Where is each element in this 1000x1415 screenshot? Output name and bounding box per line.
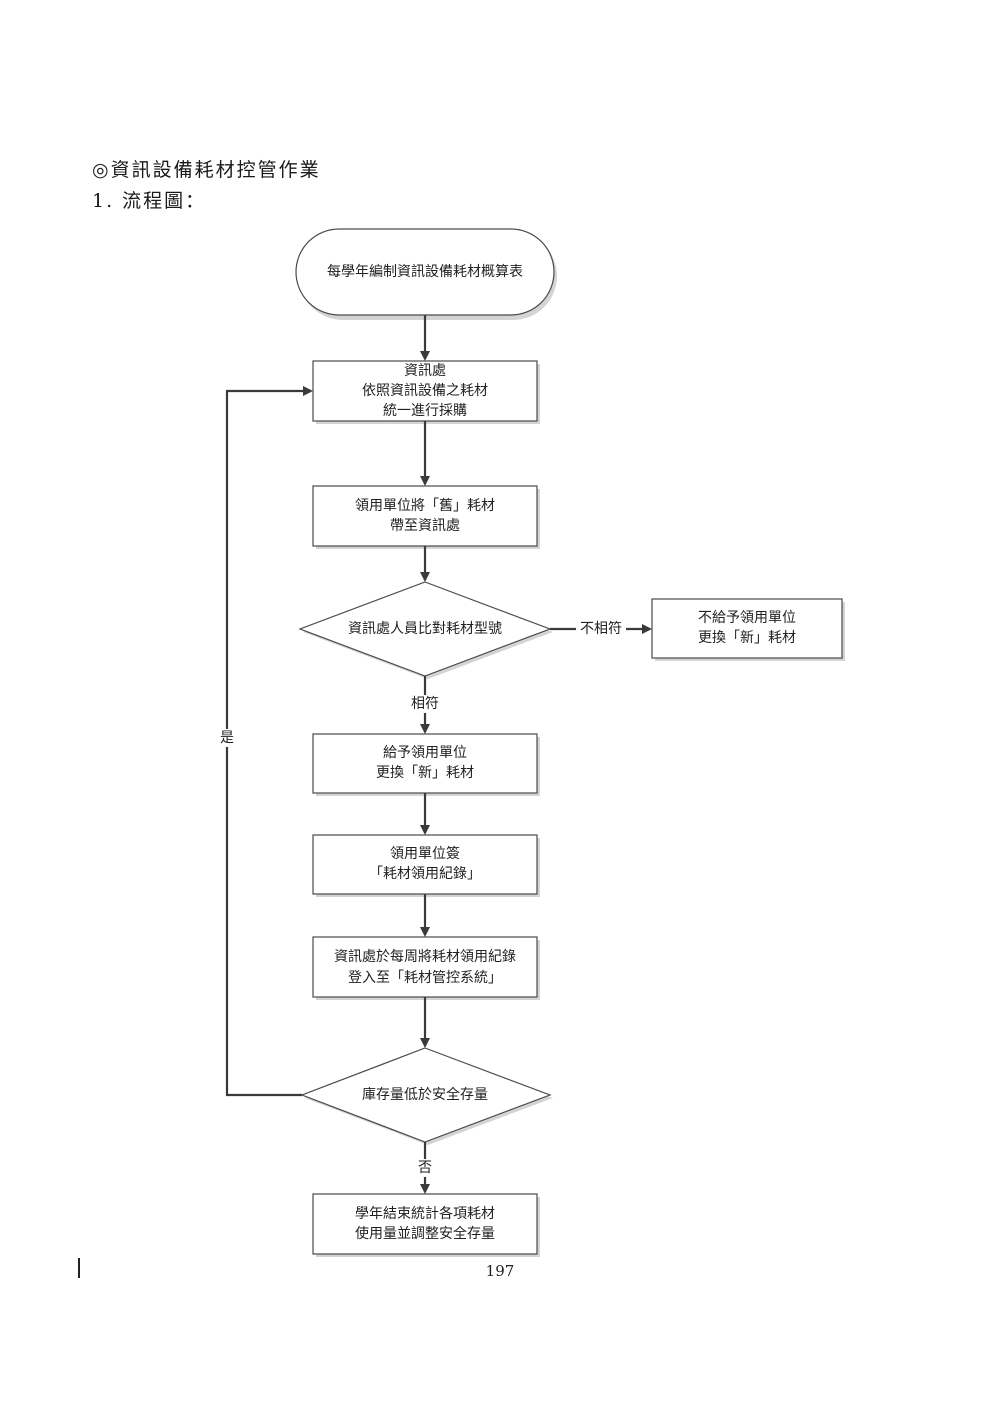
node-year-end-line-1: 學年結束統計各項耗材 bbox=[355, 1206, 495, 1222]
node-purchase-line-3: 統一進行採購 bbox=[383, 403, 467, 419]
edge-label-match: 相符 bbox=[411, 696, 439, 712]
node-sign-line-2: 「耗材領用紀錄」 bbox=[369, 865, 481, 882]
node-weekly: 資訊處於每周將耗材領用紀錄 登入至「耗材管控系統」 bbox=[312, 936, 540, 1000]
node-sign-line-1: 領用單位簽 bbox=[390, 845, 460, 862]
node-bring-old-line-2: 帶至資訊處 bbox=[390, 518, 460, 534]
decision-stock-check: 庫存量低於安全存量 bbox=[300, 1047, 553, 1145]
decision-stock-check-label: 庫存量低於安全存量 bbox=[362, 1086, 488, 1103]
section-subtitle: 1. 流程圖： bbox=[92, 190, 207, 212]
node-exchange-line-1: 給予領用單位 bbox=[383, 744, 467, 761]
node-bring-old: 領用單位將「舊」耗材 帶至資訊處 bbox=[312, 485, 540, 549]
node-start-line-1: 每學年編制資訊設備耗材概算表 bbox=[327, 264, 523, 280]
node-purchase: 資訊處 依照資訊設備之耗材 統一進行採購 bbox=[312, 360, 540, 424]
edge-stock-check-loop-to-purchase bbox=[225, 386, 313, 1097]
node-no-exchange: 不給予領用單位 更換「新」耗材 bbox=[651, 598, 845, 661]
node-no-exchange-line-2: 更換「新」耗材 bbox=[698, 630, 796, 646]
node-purchase-line-1: 資訊處 bbox=[404, 363, 446, 379]
decision-compare: 資訊處人員比對耗材型號 bbox=[298, 581, 553, 679]
margin-bar bbox=[78, 1258, 80, 1278]
node-no-exchange-line-1: 不給予領用單位 bbox=[698, 609, 796, 626]
decision-compare-label: 資訊處人員比對耗材型號 bbox=[348, 621, 502, 637]
node-exchange: 給予領用單位 更換「新」耗材 bbox=[312, 733, 540, 796]
node-bring-old-line-1: 領用單位將「舊」耗材 bbox=[355, 497, 495, 514]
page-number: 197 bbox=[485, 1262, 515, 1280]
edge-label-no: 否 bbox=[418, 1160, 432, 1176]
node-start: 每學年編制資訊設備耗材概算表 bbox=[295, 228, 557, 320]
node-purchase-line-2: 依照資訊設備之耗材 bbox=[362, 383, 488, 399]
node-year-end: 學年結束統計各項耗材 使用量並調整安全存量 bbox=[312, 1193, 540, 1257]
node-weekly-line-2: 登入至「耗材管控系統」 bbox=[348, 970, 502, 986]
node-year-end-line-2: 使用量並調整安全存量 bbox=[355, 1225, 495, 1242]
page-title: ◎資訊設備耗材控管作業 bbox=[92, 159, 321, 181]
node-exchange-line-2: 更換「新」耗材 bbox=[376, 765, 474, 781]
edge-label-mismatch: 不相符 bbox=[580, 621, 622, 637]
edge-label-yes: 是 bbox=[220, 730, 234, 746]
node-sign: 領用單位簽 「耗材領用紀錄」 bbox=[312, 834, 540, 897]
node-weekly-line-1: 資訊處於每周將耗材領用紀錄 bbox=[334, 948, 516, 965]
